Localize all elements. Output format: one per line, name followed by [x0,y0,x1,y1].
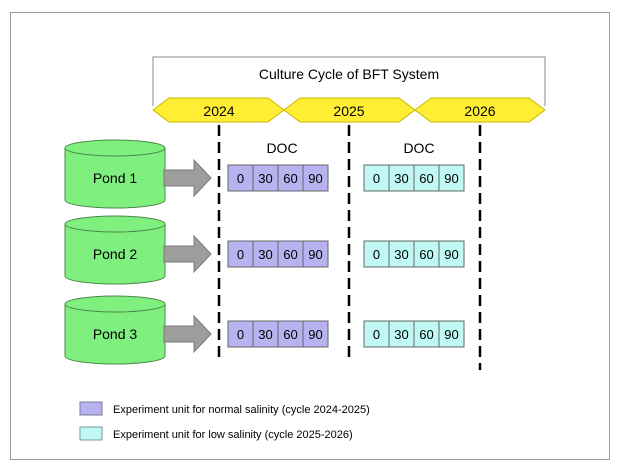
pond-label: Pond 1 [93,170,138,186]
arrow-icon [163,234,212,274]
experiment-unit-normal: 0 30 60 90 [227,320,329,348]
diagram-frame [10,12,610,460]
pond-cylinder-top [64,295,166,313]
doc-cell-value: 90 [444,247,458,262]
pond-cylinder [64,148,166,209]
doc-cell-value: 60 [283,171,297,186]
doc-cell-value: 90 [444,171,458,186]
year-band: 2024 2025 2026 [152,97,546,123]
doc-cell-value: 0 [237,247,244,262]
doc-cell [438,320,465,348]
legend-label-low: Experiment unit for low salinity (cycle … [113,429,353,441]
doc-cell-value: 60 [419,171,433,186]
pond-cylinder-top [64,215,166,233]
doc-cell [438,164,465,192]
doc-cell-value: 30 [258,247,272,262]
doc-cell-value: 60 [419,327,433,342]
doc-cell-value: 30 [258,327,272,342]
diagram-title: Culture Cycle of BFT System [259,66,439,82]
doc-cell [388,240,415,268]
legend-swatch-low [79,426,103,441]
pond-cylinder-top [64,139,166,157]
doc-cell-value: 30 [394,171,408,186]
arrow-icon [163,314,212,354]
doc-cell-value: 90 [444,327,458,342]
doc-cell-value: 0 [373,171,380,186]
doc-cell-value: 90 [308,171,322,186]
doc-cell-value: 90 [308,247,322,262]
legend-label-normal: Experiment unit for normal salinity (cyc… [113,404,370,416]
year-label-2026: 2026 [464,103,495,119]
legend: Experiment unit for normal salinity (cyc… [79,401,370,441]
doc-label-normal: DOC [266,140,297,156]
doc-cell [413,320,440,348]
doc-cell-value: 30 [394,327,408,342]
doc-cell [277,240,304,268]
title-box: Culture Cycle of BFT System [152,56,546,106]
experiment-unit-low: 0 30 60 90 [363,320,465,348]
pond-label: Pond 2 [93,246,138,262]
doc-cell-value: 90 [308,327,322,342]
doc-cell [302,240,329,268]
doc-cell-value: 0 [237,327,244,342]
timeline-markers [217,125,482,370]
experiment-unit-normal: 0 30 60 90 [227,164,329,192]
experiment-unit-normal: 0 30 60 90 [227,240,329,268]
pond-row: Pond 3 0 30 60 90 0 30 60 90 [64,295,465,365]
doc-cell [388,320,415,348]
pond-cylinder [64,224,166,285]
year-hexagon-2026 [414,97,546,123]
doc-cell-value: 60 [283,327,297,342]
pond-label: Pond 3 [93,326,138,342]
doc-cell [277,320,304,348]
doc-cell-value: 60 [283,247,297,262]
year-label-2025: 2025 [333,103,364,119]
pond-cylinder [64,304,166,365]
doc-cell [302,164,329,192]
doc-cell-value: 0 [373,247,380,262]
arrow-icon [163,158,212,198]
doc-cell [363,240,390,268]
doc-cell [363,164,390,192]
doc-label-low: DOC [403,140,434,156]
pond-row: Pond 2 0 30 60 90 0 30 60 90 [64,215,465,285]
doc-cell [277,164,304,192]
doc-cell-value: 60 [419,247,433,262]
doc-cell [302,320,329,348]
experiment-unit-low: 0 30 60 90 [363,164,465,192]
doc-cell-value: 0 [373,327,380,342]
year-label-2024: 2024 [203,103,234,119]
doc-cell-value: 30 [258,171,272,186]
doc-cell-value: 30 [394,247,408,262]
doc-cell [252,240,279,268]
pond-row: Pond 1 0 30 60 90 0 30 60 90 [64,139,465,209]
doc-cell-value: 0 [237,171,244,186]
experiment-unit-low: 0 30 60 90 [363,240,465,268]
doc-cell [413,164,440,192]
doc-cell [438,240,465,268]
legend-swatch-normal [79,401,103,416]
doc-cell [227,320,254,348]
